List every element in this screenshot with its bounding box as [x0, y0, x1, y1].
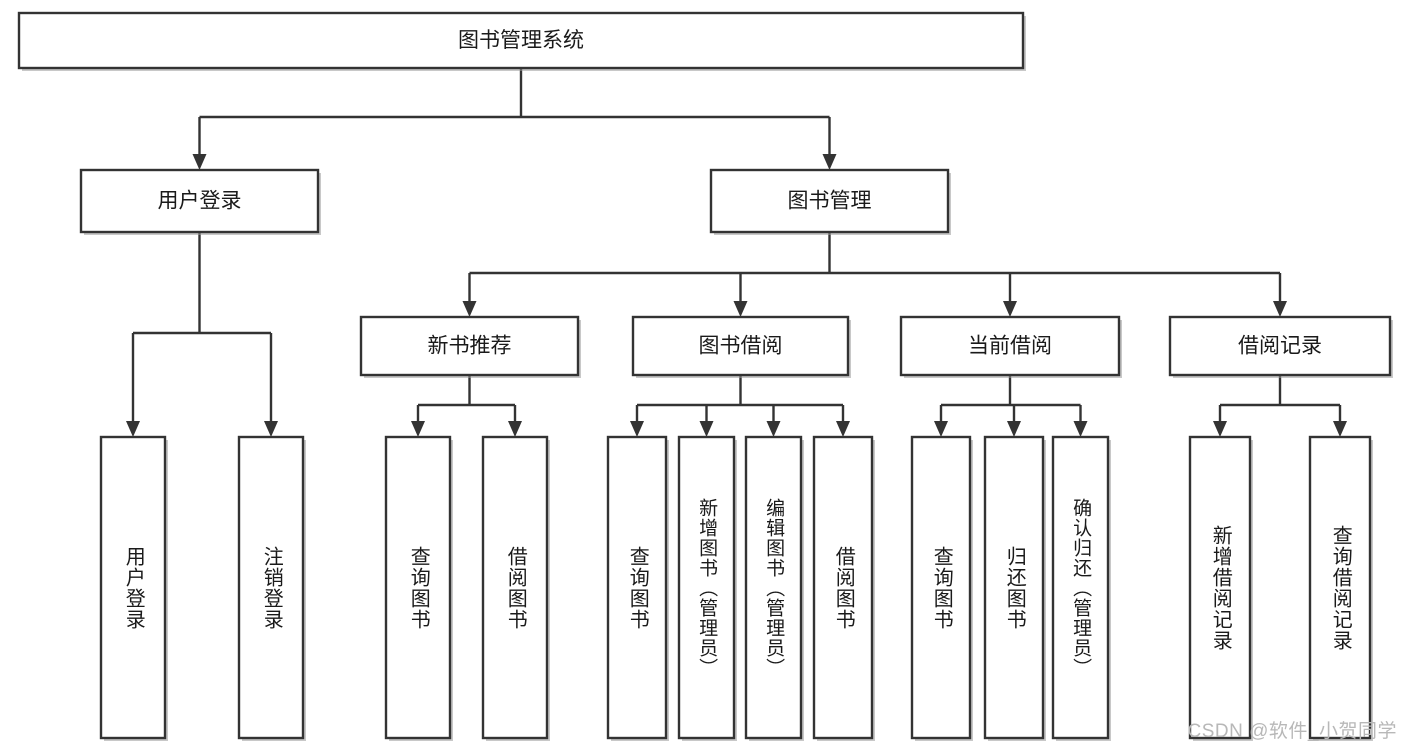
arrow-head-icon — [192, 154, 207, 170]
arrow-head-icon — [1003, 301, 1017, 317]
edge-group-user-login — [126, 232, 278, 437]
arrow-head-icon — [1007, 421, 1021, 437]
arrow-head-icon — [836, 421, 850, 437]
node-box-book-manage[interactable]: 图书管理 — [709, 168, 951, 235]
node-box-current-borrow[interactable]: 当前借阅 — [899, 315, 1122, 378]
node-box-leaf-add-book-admin[interactable] — [677, 435, 737, 741]
node-box-root[interactable]: 图书管理系统 — [17, 11, 1026, 71]
node-box-leaf-add-borrow-record[interactable] — [1188, 435, 1253, 741]
arrow-head-icon — [126, 421, 140, 437]
node-box-leaf-query-book-rec[interactable] — [384, 435, 453, 741]
node-box-leaf-confirm-return-admin[interactable] — [1051, 435, 1111, 741]
arrow-head-icon — [1073, 421, 1088, 437]
node-label-new-book-recommend: 新书推荐 — [428, 335, 512, 358]
node-box-borrow-record[interactable]: 借阅记录 — [1168, 315, 1393, 378]
node-box-user-login[interactable]: 用户登录 — [79, 168, 321, 235]
arrow-head-icon — [630, 421, 644, 437]
connector-layer — [126, 68, 1347, 437]
node-box-book-borrow[interactable]: 图书借阅 — [631, 315, 851, 378]
node-label-current-borrow: 当前借阅 — [968, 335, 1052, 358]
node-label-borrow-record: 借阅记录 — [1238, 335, 1322, 358]
arrow-head-icon — [508, 421, 522, 437]
node-label-user-login: 用户登录 — [158, 190, 242, 213]
edge-group-current-borrow — [934, 375, 1088, 437]
arrow-head-icon — [733, 301, 748, 317]
arrow-head-icon — [264, 421, 278, 437]
node-box-leaf-borrow-book-rec[interactable] — [481, 435, 550, 741]
node-box-leaf-query-book-borrow[interactable] — [606, 435, 669, 741]
node-box-leaf-edit-book-admin[interactable] — [744, 435, 804, 741]
arrow-head-icon — [411, 421, 425, 437]
edge-group-book-manage — [462, 232, 1287, 317]
node-box-leaf-user-login[interactable] — [99, 435, 168, 741]
arrow-head-icon — [766, 421, 781, 437]
arrow-head-icon — [1213, 421, 1227, 437]
arrow-head-icon — [1273, 301, 1287, 317]
node-label-root: 图书管理系统 — [458, 29, 584, 52]
arrow-head-icon — [934, 421, 948, 437]
arrow-head-icon — [822, 154, 837, 170]
node-box-leaf-borrow-book[interactable] — [812, 435, 875, 741]
node-label-book-borrow: 图书借阅 — [699, 335, 783, 358]
arrow-head-icon — [1333, 421, 1347, 437]
edge-group-book-borrow — [630, 375, 850, 437]
arrow-head-icon — [699, 421, 714, 437]
edge-group-root — [192, 68, 837, 170]
node-box-new-book-recommend[interactable]: 新书推荐 — [359, 315, 581, 378]
node-label-book-manage: 图书管理 — [788, 190, 872, 213]
edge-group-new-book-recommend — [411, 375, 522, 437]
edge-group-borrow-record — [1213, 375, 1347, 437]
watermark-text: CSDN @软件_小贺同学 — [1187, 721, 1397, 742]
node-box-leaf-logout[interactable] — [237, 435, 306, 741]
node-box-leaf-return-book[interactable] — [983, 435, 1046, 741]
arrow-head-icon — [462, 301, 477, 317]
node-box-leaf-query-borrow-record[interactable] — [1308, 435, 1373, 741]
node-box-leaf-query-book-current[interactable] — [910, 435, 973, 741]
